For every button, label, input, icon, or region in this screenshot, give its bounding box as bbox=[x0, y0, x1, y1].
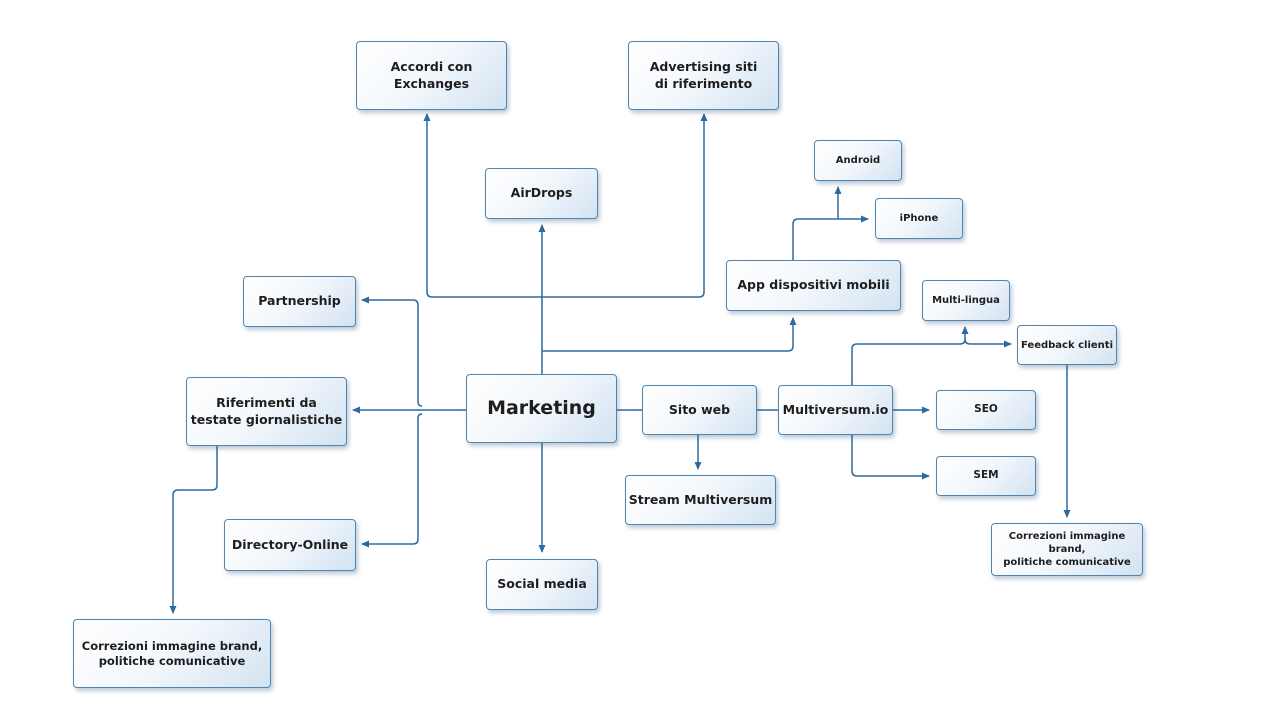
node-sito-web[interactable]: Sito web bbox=[642, 385, 757, 435]
node-seo-label: SEO bbox=[974, 403, 998, 416]
edge-marketing-partnership bbox=[361, 296, 423, 407]
edge-riferimenti-correzioni bbox=[169, 446, 218, 614]
node-seo[interactable]: SEO bbox=[936, 390, 1036, 430]
edge-marketing-directory bbox=[361, 413, 423, 548]
node-feedback-label: Feedback clienti bbox=[1020, 339, 1113, 351]
node-social-label: Social media bbox=[497, 576, 587, 592]
node-iphone[interactable]: iPhone bbox=[875, 198, 963, 239]
node-sitoweb-label: Sito web bbox=[668, 401, 731, 417]
edge-marketing-accordi bbox=[423, 113, 542, 298]
edge-multiversum-multilingua bbox=[851, 326, 969, 385]
node-correzioni-right-label: Correzioni immagine brand, politiche com… bbox=[1003, 531, 1131, 568]
node-directory-label: Directory-Online bbox=[231, 536, 349, 552]
node-feedback-clienti[interactable]: Feedback clienti bbox=[1017, 325, 1117, 365]
node-riferimenti-testate[interactable]: Riferimenti da testate giornalistiche bbox=[186, 377, 347, 446]
node-airdrops[interactable]: AirDrops bbox=[485, 168, 598, 219]
node-iphone-label: iPhone bbox=[899, 213, 939, 224]
node-marketing-label: Marketing bbox=[487, 397, 596, 420]
edge-multiversum-feedback bbox=[964, 338, 1012, 348]
node-accordi-label: Accordi con Exchanges bbox=[390, 59, 473, 91]
node-sem[interactable]: SEM bbox=[936, 456, 1036, 496]
node-partnership-label: Partnership bbox=[258, 293, 341, 309]
node-multiversum-io[interactable]: Multiversum.io bbox=[778, 385, 893, 435]
edge-multiversum-sem bbox=[851, 435, 930, 480]
edge-app-iphone bbox=[792, 215, 869, 260]
node-correzioni-left-label: Correzioni immagine brand, politiche com… bbox=[81, 638, 263, 668]
node-social-media[interactable]: Social media bbox=[486, 559, 598, 610]
edge-marketing-app bbox=[542, 317, 797, 352]
edge-marketing-advertising bbox=[542, 113, 708, 298]
node-advertising-siti[interactable]: Advertising siti di riferimento bbox=[628, 41, 779, 110]
node-multilingua-label: Multi-lingua bbox=[932, 295, 1000, 306]
node-advertising-label: Advertising siti di riferimento bbox=[649, 59, 758, 91]
node-correzioni-left[interactable]: Correzioni immagine brand, politiche com… bbox=[73, 619, 271, 688]
node-app-dispositivi-mobili[interactable]: App dispositivi mobili bbox=[726, 260, 901, 311]
node-stream-label: Stream Multiversum bbox=[628, 491, 773, 507]
node-android-label: Android bbox=[835, 155, 881, 166]
node-partnership[interactable]: Partnership bbox=[243, 276, 356, 327]
node-directory-online[interactable]: Directory-Online bbox=[224, 519, 356, 571]
node-sem-label: SEM bbox=[973, 469, 999, 482]
node-accordi-con-exchanges[interactable]: Accordi con Exchanges bbox=[356, 41, 507, 110]
node-multiversum-label: Multiversum.io bbox=[782, 401, 889, 417]
node-multi-lingua[interactable]: Multi-lingua bbox=[922, 280, 1010, 321]
node-stream-multiversum[interactable]: Stream Multiversum bbox=[625, 475, 776, 525]
node-airdrops-label: AirDrops bbox=[510, 185, 573, 201]
node-android[interactable]: Android bbox=[814, 140, 902, 181]
node-riferimenti-label: Riferimenti da testate giornalistiche bbox=[190, 395, 343, 427]
node-app-label: App dispositivi mobili bbox=[737, 277, 890, 293]
node-correzioni-right[interactable]: Correzioni immagine brand, politiche com… bbox=[991, 523, 1143, 576]
node-marketing[interactable]: Marketing bbox=[466, 374, 617, 443]
